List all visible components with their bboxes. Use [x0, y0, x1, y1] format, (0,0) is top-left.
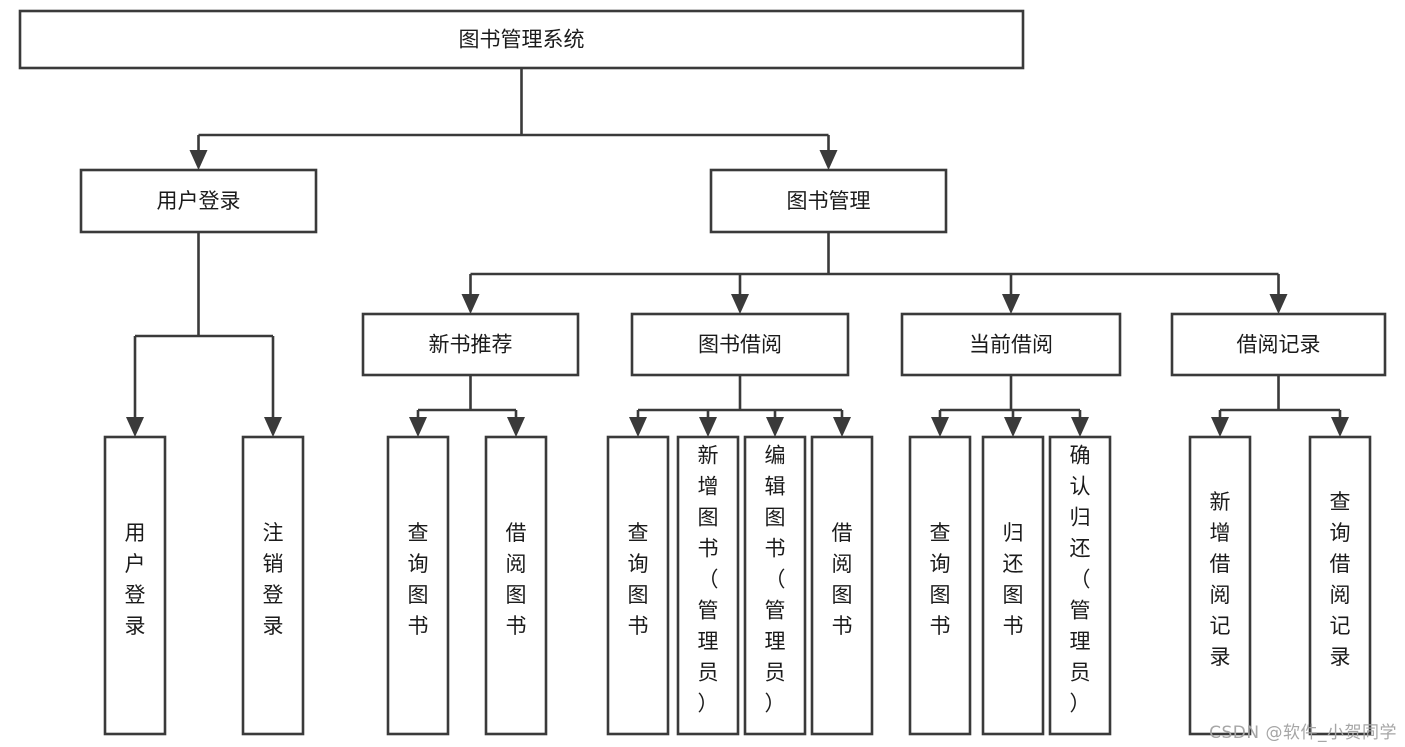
level2-node-0-rect — [79, 168, 318, 234]
level3-node-3-label: 借阅记录 — [1237, 333, 1321, 357]
leaf-node-5-label: 新增图书（管理员） — [698, 444, 719, 716]
level3-node-3-rect — [1170, 312, 1387, 377]
leaf-node-2-label: 查询图书 — [408, 521, 429, 638]
leaf-node-6-label: 编辑图书（管理员） — [765, 444, 786, 716]
leaf-node-7-label: 借阅图书 — [832, 521, 853, 638]
level2-node-0-label: 用户登录 — [157, 189, 241, 213]
level2-node-0[interactable]: 用户登录 — [79, 168, 318, 234]
level3-node-2[interactable]: 当前借阅 — [900, 312, 1122, 377]
csdn-watermark: CSDN @软件_小贺同学 — [1209, 723, 1397, 743]
leaf-node-2-rect — [386, 435, 450, 736]
leaf-node-10-rect — [1048, 435, 1112, 736]
leaf-node-9[interactable]: 归还图书 — [981, 435, 1045, 736]
connector-layer — [126, 68, 1349, 437]
arrow-head-icon — [189, 150, 208, 170]
level3-node-0[interactable]: 新书推荐 — [361, 312, 580, 377]
leaf-node-7-rect — [810, 435, 874, 736]
level3-node-1-rect — [630, 312, 850, 377]
leaf-node-0-label: 用户登录 — [125, 521, 146, 638]
leaf-node-9-label: 归还图书 — [1003, 521, 1024, 638]
level2-node-1-rect — [709, 168, 948, 234]
node-layer: 图书管理系统用户登录图书管理新书推荐图书借阅当前借阅借阅记录用户登录注销登录查询… — [18, 9, 1387, 736]
leaf-node-0[interactable]: 用户登录 — [103, 435, 167, 736]
arrow-head-icon — [126, 417, 144, 437]
leaf-node-11[interactable]: 新增借阅记录 — [1188, 435, 1252, 736]
arrow-head-icon — [409, 417, 427, 437]
arrow-head-icon — [1269, 294, 1288, 314]
level3-node-3[interactable]: 借阅记录 — [1170, 312, 1387, 377]
leaf-node-5[interactable]: 新增图书（管理员） — [676, 435, 740, 736]
arrow-head-icon — [1211, 417, 1229, 437]
leaf-node-3-label: 借阅图书 — [506, 521, 527, 638]
arrow-head-icon — [264, 417, 282, 437]
leaf-node-4-label: 查询图书 — [628, 521, 649, 638]
leaf-node-2[interactable]: 查询图书 — [386, 435, 450, 736]
arrow-head-icon — [1071, 417, 1089, 437]
leaf-node-8[interactable]: 查询图书 — [908, 435, 972, 736]
leaf-node-4-rect — [606, 435, 670, 736]
arrow-head-icon — [461, 294, 480, 314]
arrow-head-icon — [931, 417, 949, 437]
arrow-head-icon — [507, 417, 525, 437]
level3-node-2-rect — [900, 312, 1122, 377]
leaf-node-3[interactable]: 借阅图书 — [484, 435, 548, 736]
leaf-node-8-rect — [908, 435, 972, 736]
level3-node-1-label: 图书借阅 — [698, 333, 782, 357]
leaf-node-12-label: 查询借阅记录 — [1330, 490, 1351, 669]
arrow-head-icon — [766, 417, 784, 437]
arrow-head-icon — [1002, 294, 1020, 314]
leaf-node-7[interactable]: 借阅图书 — [810, 435, 874, 736]
arrow-head-icon — [819, 150, 838, 170]
arrow-head-icon — [699, 417, 717, 437]
level3-node-2-label: 当前借阅 — [969, 333, 1053, 357]
leaf-node-3-rect — [484, 435, 548, 736]
leaf-node-8-label: 查询图书 — [930, 521, 951, 638]
leaf-node-5-rect — [676, 435, 740, 736]
leaf-node-10-label: 确认归还（管理员） — [1070, 444, 1091, 716]
level3-node-1[interactable]: 图书借阅 — [630, 312, 850, 377]
root-node-book-management-system-rect — [18, 9, 1025, 70]
arrow-head-icon — [1331, 417, 1349, 437]
leaf-node-1-rect — [241, 435, 305, 736]
leaf-node-6-rect — [743, 435, 807, 736]
root-node-book-management-system-label: 图书管理系统 — [459, 28, 585, 52]
level2-node-1-label: 图书管理 — [787, 189, 871, 213]
arrow-head-icon — [1004, 417, 1022, 437]
arrow-head-icon — [731, 294, 749, 314]
leaf-node-10[interactable]: 确认归还（管理员） — [1048, 435, 1112, 736]
root-node-book-management-system[interactable]: 图书管理系统 — [18, 9, 1025, 70]
leaf-node-11-rect — [1188, 435, 1252, 736]
leaf-node-9-rect — [981, 435, 1045, 736]
leaf-node-1[interactable]: 注销登录 — [241, 435, 305, 736]
level3-node-0-rect — [361, 312, 580, 377]
leaf-node-11-label: 新增借阅记录 — [1210, 490, 1231, 669]
leaf-node-0-rect — [103, 435, 167, 736]
arrow-head-icon — [629, 417, 647, 437]
level3-node-0-label: 新书推荐 — [429, 333, 513, 357]
arrow-head-icon — [833, 417, 851, 437]
leaf-node-12[interactable]: 查询借阅记录 — [1308, 435, 1372, 736]
leaf-node-1-label: 注销登录 — [263, 521, 284, 638]
leaf-node-4[interactable]: 查询图书 — [606, 435, 670, 736]
leaf-node-12-rect — [1308, 435, 1372, 736]
leaf-node-6[interactable]: 编辑图书（管理员） — [743, 435, 807, 736]
level2-node-1[interactable]: 图书管理 — [709, 168, 948, 234]
